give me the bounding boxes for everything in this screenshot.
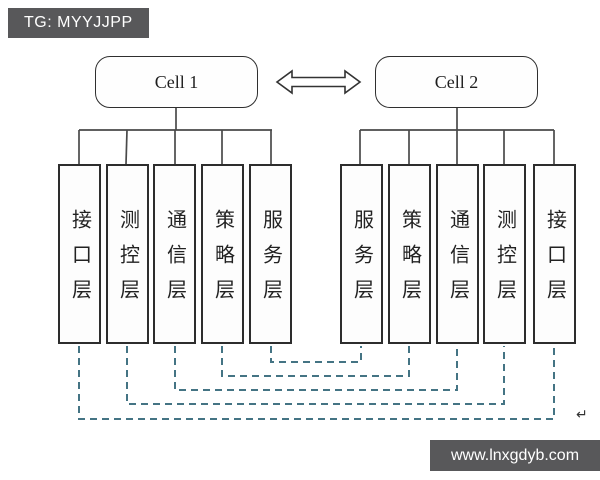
left-layer-strategy-label: 策略层	[211, 209, 234, 314]
left-layer-communication: 通信层	[153, 164, 196, 344]
right-layer-communication: 通信层	[436, 164, 479, 344]
left-layer-strategy: 策略层	[201, 164, 244, 344]
right-layer-strategy-label: 策略层	[398, 209, 421, 314]
left-layer-communication-label: 通信层	[163, 209, 186, 314]
left-layer-interface-label: 接口层	[68, 209, 91, 314]
left-layer-service: 服务层	[249, 164, 292, 344]
cell1-tree-connectors	[78, 108, 272, 165]
cell1-node: Cell 1	[95, 56, 258, 108]
link-monitoring-layers	[126, 346, 505, 405]
right-layer-monitoring: 测控层	[483, 164, 526, 344]
link-communication-layers	[174, 346, 458, 391]
right-layer-service-label: 服务层	[350, 209, 373, 314]
right-layer-service: 服务层	[340, 164, 383, 344]
left-layer-service-label: 服务层	[259, 209, 282, 314]
cell2-label: Cell 2	[434, 71, 479, 92]
top-watermark-badge: TG: MYYJJPP	[8, 8, 149, 38]
bottom-watermark-badge: www.lnxgdyb.com	[430, 440, 600, 471]
left-layer-monitoring: 测控层	[106, 164, 149, 344]
left-layer-interface: 接口层	[58, 164, 101, 344]
link-strategy-layers	[221, 346, 410, 377]
double-arrow-icon	[275, 69, 362, 95]
right-layer-interface-label: 接口层	[543, 209, 566, 314]
cell1-label: Cell 1	[154, 71, 199, 92]
dashed-peer-links	[78, 346, 555, 420]
cell2-node: Cell 2	[375, 56, 538, 108]
right-layer-strategy: 策略层	[388, 164, 431, 344]
left-layer-monitoring-label: 测控层	[116, 209, 139, 314]
return-mark-icon: ↵	[576, 406, 588, 422]
right-layer-monitoring-label: 测控层	[493, 209, 516, 314]
cell2-tree-connectors	[359, 108, 555, 164]
right-layer-communication-label: 通信层	[446, 209, 469, 314]
right-layer-interface: 接口层	[533, 164, 576, 344]
link-service-layers	[270, 346, 362, 363]
link-interface-layers	[78, 346, 555, 420]
